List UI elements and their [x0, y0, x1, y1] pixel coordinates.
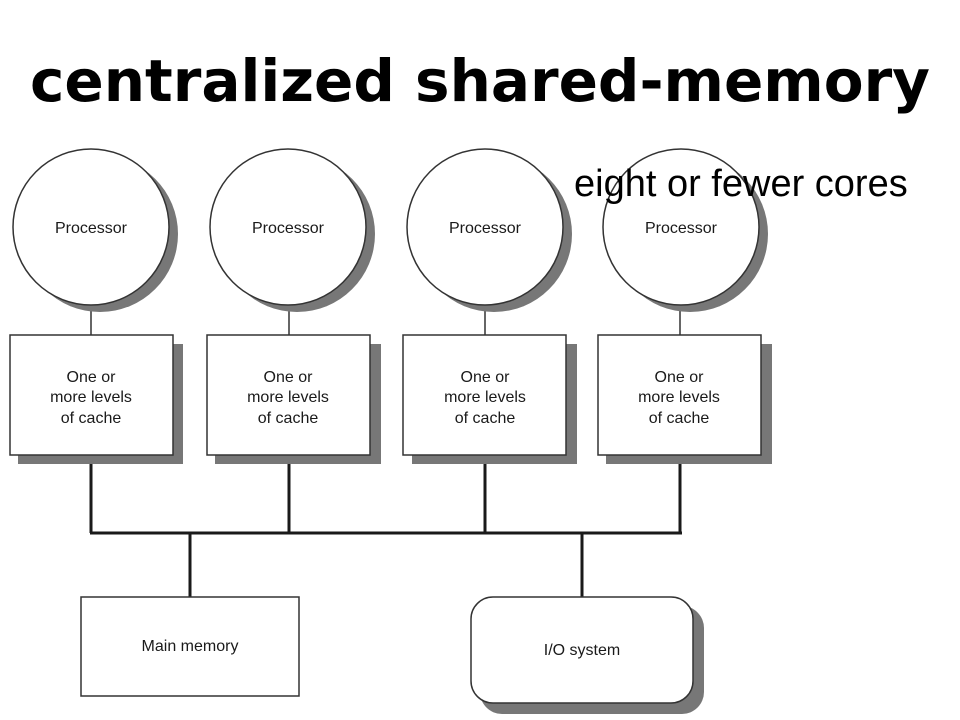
processor-label: Processor	[645, 220, 718, 237]
cache-label-line: of cache	[455, 410, 516, 427]
cache-box-1	[9, 334, 174, 456]
cache-label-line: more levels	[444, 389, 526, 406]
cache-label-line: One or	[655, 369, 705, 386]
cache-box-2	[206, 334, 371, 456]
cache-label-line: of cache	[258, 410, 319, 427]
processor-circle-4	[602, 148, 760, 306]
processor-circle-2	[209, 148, 367, 306]
processor-unit-3: Processor One or more levels of cache	[402, 148, 577, 464]
bus	[89, 455, 682, 597]
io-system-unit: I/O system	[470, 596, 704, 714]
main-memory-label: Main memory	[142, 638, 239, 655]
cache-label-line: One or	[264, 369, 314, 386]
cache-label-line: more levels	[247, 389, 329, 406]
cache-label-line: more levels	[50, 389, 132, 406]
slide-subtitle: eight or fewer cores	[574, 163, 908, 205]
cache-label-line: One or	[67, 369, 117, 386]
io-system-box	[470, 596, 694, 704]
cache-label-line: of cache	[649, 410, 710, 427]
processor-label: Processor	[449, 220, 522, 237]
processor-unit-1: Processor One or more levels of cache	[9, 148, 183, 464]
processor-circle-1	[12, 148, 170, 306]
processor-label: Processor	[252, 220, 325, 237]
cache-box-4	[597, 334, 762, 456]
cache-label-line: One or	[461, 369, 511, 386]
processor-unit-4: Processor One or more levels of cache	[597, 148, 772, 464]
slide-title: centralized shared-memory	[30, 47, 930, 115]
processor-circle-3	[406, 148, 564, 306]
processor-unit-2: Processor One or more levels of cache	[206, 148, 381, 464]
io-system-label: I/O system	[544, 642, 620, 659]
processor-label: Processor	[55, 220, 128, 237]
main-memory-box	[80, 596, 300, 697]
cache-box-3	[402, 334, 567, 456]
main-memory-unit: Main memory	[80, 596, 300, 697]
cache-label-line: of cache	[61, 410, 122, 427]
cache-label-line: more levels	[638, 389, 720, 406]
